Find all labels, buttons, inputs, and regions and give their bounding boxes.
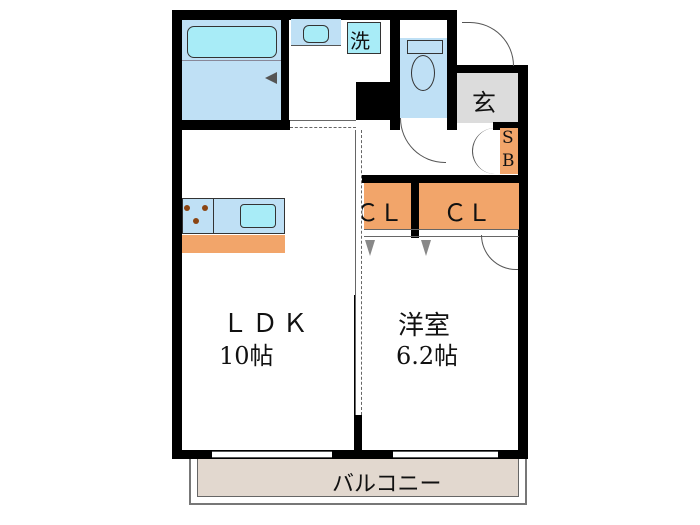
room-door-swing[interactable] <box>481 235 518 270</box>
wall-left <box>172 10 182 458</box>
room-window[interactable] <box>393 451 498 458</box>
closet-1-label: ＣＬ <box>355 199 403 227</box>
wall-wash-block <box>356 82 390 120</box>
wall-wash-toilet <box>390 10 400 130</box>
western-room-label: 洋室 <box>398 311 451 341</box>
hall-door-swing[interactable] <box>472 128 496 174</box>
wall-bath-right <box>281 10 289 130</box>
closet-1 <box>364 183 411 229</box>
shoe-box-label-s: S <box>502 128 514 148</box>
toilet-bowl-icon <box>411 55 435 91</box>
toilet-door-swing[interactable] <box>400 118 446 163</box>
entrance-label: 玄 <box>472 89 496 117</box>
burner-icon-2 <box>202 205 208 211</box>
closet-2-label: ＣＬ <box>443 199 491 227</box>
balcony <box>197 458 519 497</box>
entrance-door-swing[interactable] <box>462 22 514 66</box>
ldk-label: ＬＤＫ <box>222 309 313 339</box>
bath-divider <box>182 60 281 61</box>
balcony-label: バルコニー <box>332 472 442 497</box>
washer-label: 洗 <box>350 29 370 53</box>
kitchen-cabinet <box>182 235 285 253</box>
closet-2 <box>419 183 519 229</box>
wall-right <box>518 65 528 459</box>
burner-icon-1 <box>184 205 190 211</box>
wall-right-upper <box>447 10 457 130</box>
wall-closet-divider <box>411 183 419 238</box>
shoe-box-label-b: B <box>502 151 515 171</box>
bathtub-icon <box>187 26 277 58</box>
closet-door-line[interactable] <box>364 229 519 237</box>
stove-divider <box>213 198 214 234</box>
closet-2-door-marker <box>421 240 431 256</box>
ldk-window[interactable] <box>212 451 332 458</box>
western-room-size: 6.2帖 <box>396 342 459 370</box>
wash-sliding-door[interactable] <box>290 120 356 128</box>
closet-1-door-marker <box>365 240 375 256</box>
entrance <box>457 73 518 123</box>
washer-box <box>347 22 381 54</box>
wall-entrance-top <box>455 65 528 73</box>
shoe-box <box>500 128 518 174</box>
bath-door-marker <box>265 72 277 84</box>
kitchen-sink-icon <box>240 204 276 228</box>
wall-entrance-bottom <box>493 122 528 130</box>
sliding-door-ldk-room[interactable] <box>355 130 362 415</box>
wall-top-bath <box>172 10 456 20</box>
wall-bottom <box>172 450 528 459</box>
washbasin-icon <box>303 25 329 43</box>
burner-icon-3 <box>193 218 199 224</box>
toilet-tank-icon <box>407 40 443 54</box>
wall-bath-bottom <box>172 120 290 130</box>
ldk-size: 10帖 <box>219 342 274 370</box>
wall-closet-top <box>357 175 525 183</box>
